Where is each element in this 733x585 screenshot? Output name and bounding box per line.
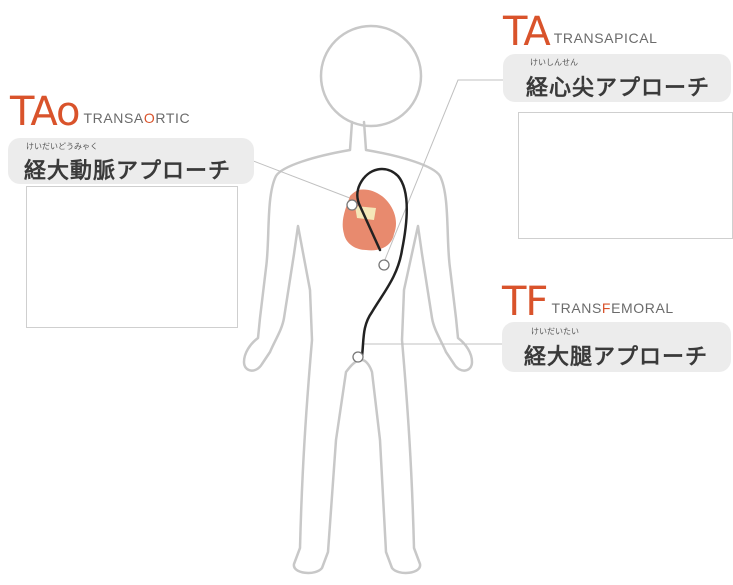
transaortic-english-part1: TRANSA (83, 110, 143, 126)
transaortic-abbr: TAo (10, 89, 79, 135)
transfemoral-english-part1: TRANS (551, 300, 601, 316)
transapical-english-part2: PICAL (614, 30, 657, 46)
transaortic-english-part3: RTIC (155, 110, 190, 126)
transaortic-image-box (26, 186, 238, 328)
transfemoral-english-part2: F (602, 300, 611, 316)
transfemoral-english: TRANSFEMORAL (551, 300, 673, 316)
heart-illustration (343, 190, 396, 251)
transfemoral-abbr: TF (502, 279, 547, 325)
transfemoral-ruby: けいだいたい (531, 326, 579, 337)
transapical-japanese: 経心尖アプローチ (526, 70, 710, 102)
transapical-image-box (518, 112, 733, 239)
transaortic-ruby: けいだいどうみゃく (26, 141, 98, 152)
transapical-english-part1: TRANSA (554, 30, 614, 46)
transaortic-english: TRANSAORTIC (83, 110, 190, 126)
aortic-entry-point (347, 200, 357, 210)
body-head (321, 26, 421, 126)
transaortic-english-part2: O (144, 110, 156, 126)
transapical-ruby: けいしんせん (530, 57, 578, 68)
transfemoral-japanese: 経大腿アプローチ (524, 339, 708, 371)
apical-entry-point (379, 260, 389, 270)
transapical-connector (384, 80, 503, 262)
transapical-abbr: TA (503, 9, 550, 55)
transapical-english: TRANSAPICAL (554, 30, 658, 46)
femoral-entry-point (353, 352, 363, 362)
transfemoral-english-part3: EMORAL (611, 300, 674, 316)
transaortic-japanese: 経大動脈アプローチ (24, 153, 231, 185)
